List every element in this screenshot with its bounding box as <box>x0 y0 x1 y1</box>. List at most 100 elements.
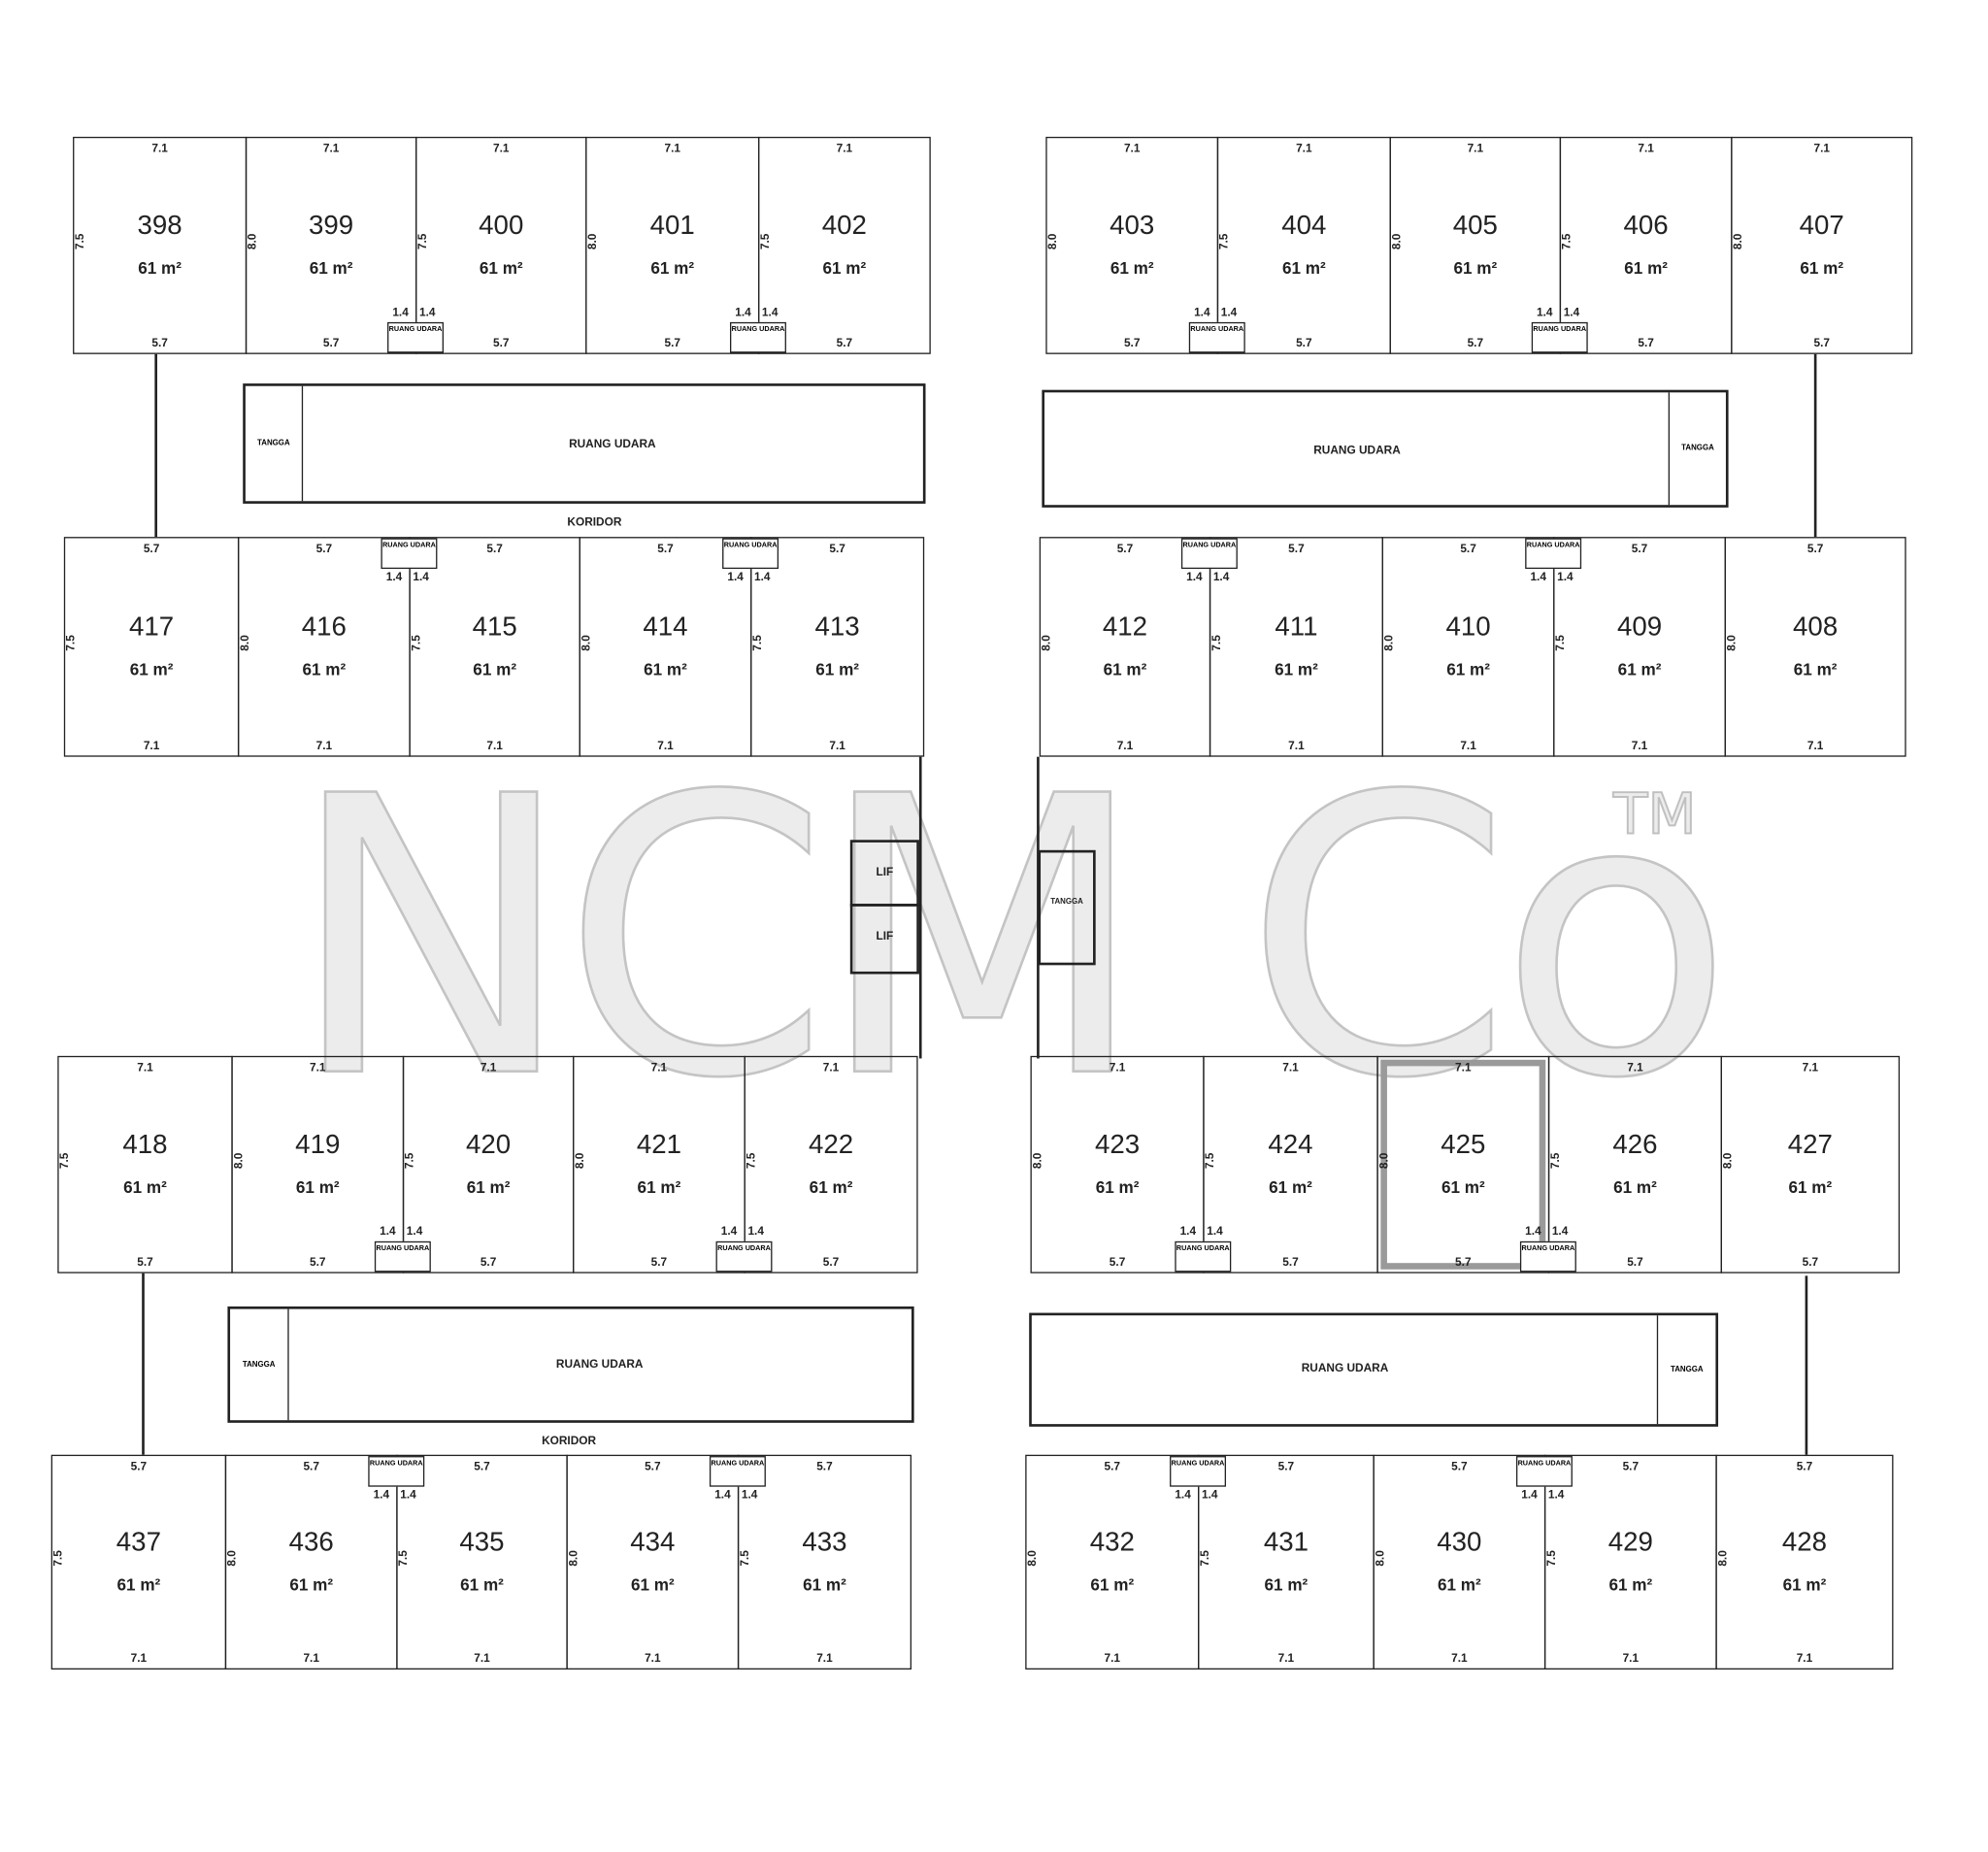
dim-front: 5.7 <box>1813 336 1830 349</box>
dim-front: 5.7 <box>137 1255 153 1269</box>
stairs: TANGGA <box>1668 392 1726 506</box>
lift-label: LIF <box>876 929 894 943</box>
dim-width: 7.1 <box>664 142 680 155</box>
dim-front: 5.7 <box>1296 336 1312 349</box>
dim-width: 7.1 <box>310 1061 326 1075</box>
dim-notch: 1.4 <box>1537 305 1553 318</box>
dim-notch: 1.4 <box>1563 305 1580 318</box>
dim-width: 7.1 <box>1796 1651 1813 1665</box>
dim-notch: 1.4 <box>1521 1487 1538 1502</box>
dim-width: 7.1 <box>1622 1651 1640 1665</box>
unit-number: 428 <box>1781 1528 1828 1558</box>
dim-depth: 8.0 <box>1382 634 1396 651</box>
dim-front: 5.7 <box>1116 542 1134 555</box>
dim-front: 5.7 <box>310 1255 326 1269</box>
air-space-shaft: RUANG UDARA <box>715 1240 773 1273</box>
dim-depth: 8.0 <box>1715 1549 1729 1567</box>
stairs-label: TANGGA <box>1050 898 1083 907</box>
dim-depth: 8.0 <box>1030 1152 1044 1169</box>
unit-area: 61 m² <box>803 1574 846 1595</box>
unit-area: 61 m² <box>289 1574 334 1595</box>
unit-area: 61 m² <box>479 258 523 278</box>
lift: LIF <box>849 904 919 975</box>
dim-depth: 7.5 <box>415 233 429 249</box>
dim-notch: 1.4 <box>1220 305 1238 318</box>
air-space-label: RUANG UDARA <box>1313 443 1401 457</box>
dim-notch: 1.4 <box>413 570 429 583</box>
dim-depth: 8.0 <box>1025 1549 1039 1567</box>
unit-area: 61 m² <box>1090 1574 1135 1595</box>
dim-front: 5.7 <box>315 542 333 555</box>
unit-area: 61 m² <box>123 1177 167 1197</box>
dim-depth: 8.0 <box>1045 233 1059 249</box>
unit-area: 61 m² <box>815 659 860 679</box>
dim-depth: 8.0 <box>238 634 251 651</box>
unit-number: 434 <box>630 1528 676 1558</box>
dim-front: 5.7 <box>1104 1460 1121 1473</box>
dim-width: 7.1 <box>1455 1061 1472 1075</box>
unit-area: 61 m² <box>309 258 353 278</box>
dim-notch: 1.4 <box>735 305 751 318</box>
dim-front: 5.7 <box>1277 1460 1295 1473</box>
unit-number: 432 <box>1089 1528 1135 1558</box>
dim-depth: 7.5 <box>403 1152 416 1169</box>
air-space-hall: TANGGA RUANG UDARA <box>227 1306 914 1423</box>
dim-notch: 1.4 <box>720 1224 738 1238</box>
dim-width: 7.1 <box>474 1651 490 1665</box>
unit-area: 61 m² <box>1275 659 1318 679</box>
unit-number: 423 <box>1094 1130 1141 1160</box>
dim-notch: 1.4 <box>761 305 779 318</box>
dim-width: 7.1 <box>1467 142 1484 155</box>
corridor-wall <box>1813 353 1817 538</box>
dim-width: 7.1 <box>1460 739 1476 752</box>
dim-depth: 7.5 <box>73 233 86 249</box>
dim-front: 5.7 <box>322 336 340 349</box>
dim-width: 7.1 <box>1638 142 1654 155</box>
stairs: TANGGA <box>1038 849 1096 966</box>
air-space-shaft: RUANG UDARA <box>368 1456 425 1487</box>
dim-width: 7.1 <box>1813 142 1830 155</box>
unit-area: 61 m² <box>1103 659 1147 679</box>
dim-depth: 7.5 <box>396 1549 410 1567</box>
stairs: TANGGA <box>1656 1315 1716 1425</box>
dim-notch: 1.4 <box>380 1224 396 1238</box>
unit-area: 61 m² <box>1617 659 1662 679</box>
unit-number: 398 <box>137 211 182 241</box>
dim-front: 5.7 <box>645 1460 661 1473</box>
stairs: TANGGA <box>246 385 304 502</box>
dim-depth: 7.5 <box>64 634 78 651</box>
unit-number: 411 <box>1275 612 1318 642</box>
dim-notch: 1.4 <box>754 570 771 583</box>
unit-number: 421 <box>636 1130 681 1160</box>
